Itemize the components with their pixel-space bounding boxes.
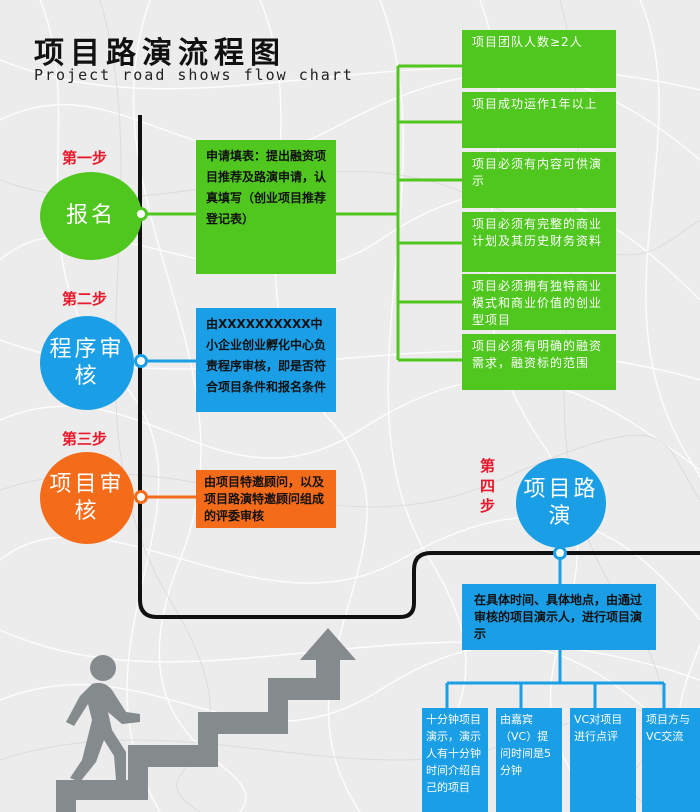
bottom-box-2: 由嘉宾（VC）提问时间是5分钟 bbox=[496, 708, 562, 812]
step-1-label: 第一步 bbox=[62, 149, 108, 167]
step-3-label: 第三步 bbox=[62, 430, 108, 448]
step-4-box: 在具体时间、具体地点，由通过审核的项目演示人，进行项目演示 bbox=[462, 584, 656, 650]
step-4-circle: 项目路演 bbox=[516, 458, 606, 548]
step-3-circle: 项目审核 bbox=[40, 452, 134, 544]
step-1-circle: 报名 bbox=[40, 172, 142, 260]
bottom-box-4: 项目方与VC交流 bbox=[642, 708, 700, 812]
requirement-2: 项目成功运作1年以上 bbox=[462, 92, 616, 148]
requirement-5: 项目必须拥有独特商业模式和商业价值的创业型项目 bbox=[462, 274, 616, 330]
step-4-node bbox=[553, 546, 567, 560]
requirement-4: 项目必须有完整的商业计划及其历史财务资料 bbox=[462, 212, 616, 272]
step-1-box: 申请填表：提出融资项目推荐及路演申请，认真填写（创业项目推荐登记表） bbox=[196, 140, 336, 274]
step-1-node bbox=[134, 207, 148, 221]
step-2-box: 由XXXXXXXXXX中小企业创业孵化中心负责程序审核，即是否符合项目条件和报名… bbox=[196, 308, 336, 412]
step-2-circle: 程序审核 bbox=[40, 316, 134, 410]
bottom-box-1: 十分钟项目演示，演示人有十分钟时间介绍自己的项目 bbox=[422, 708, 488, 812]
step-4-label: 第四步 bbox=[480, 457, 496, 515]
requirement-3: 项目必须有内容可供演示 bbox=[462, 152, 616, 208]
requirement-1: 项目团队人数≥2人 bbox=[462, 30, 616, 88]
page-title: 项目路演流程图 bbox=[34, 36, 286, 71]
requirement-6: 项目必须有明确的融资需求，融资标的范围 bbox=[462, 334, 616, 390]
step-2-node bbox=[134, 354, 148, 368]
bottom-box-3: VC对项目进行点评 bbox=[570, 708, 636, 812]
page-subtitle: Project road shows flow chart bbox=[34, 66, 354, 84]
step-3-box: 由项目特邀顾问，以及项目路演特邀顾问组成的评委审核 bbox=[196, 470, 336, 528]
step-3-node bbox=[134, 490, 148, 504]
step-2-label: 第二步 bbox=[62, 290, 108, 308]
main-flow-line bbox=[138, 115, 700, 619]
